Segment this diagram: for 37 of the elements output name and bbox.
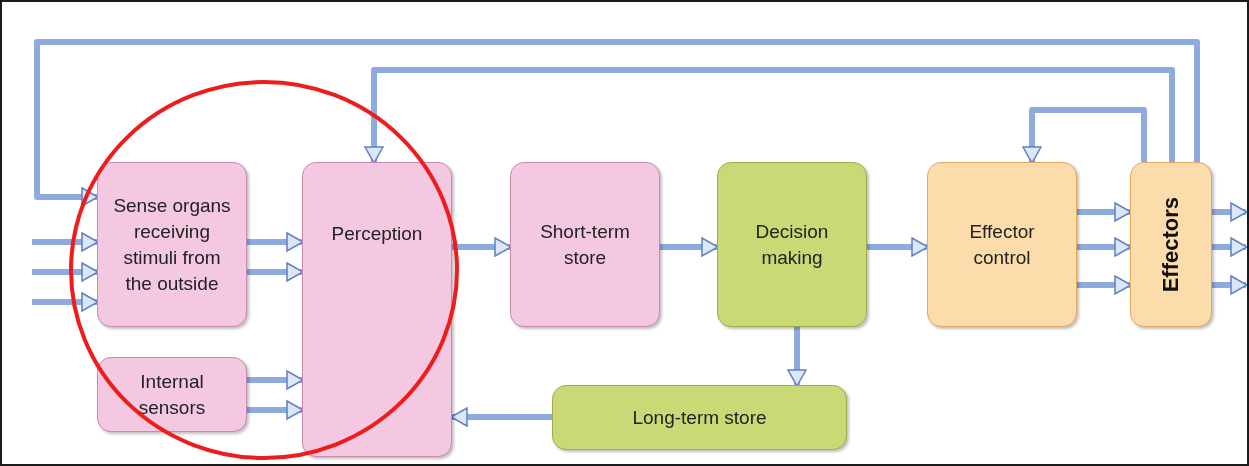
process-box (97, 162, 247, 327)
arrow (32, 262, 99, 282)
process-box (510, 162, 660, 327)
arrow (660, 237, 719, 257)
arrow (787, 327, 807, 387)
process-box (97, 357, 247, 432)
arrow (1212, 202, 1247, 222)
node-label: Perception (331, 222, 423, 246)
arrow (1077, 202, 1132, 222)
arrow (247, 262, 304, 282)
arrow (452, 237, 512, 257)
node-label: Short-term store (539, 219, 631, 270)
node-label: Decision making (754, 219, 830, 270)
node-label: Effector control (968, 219, 1036, 270)
arrow (34, 39, 1200, 207)
arrow (247, 400, 304, 420)
arrow (450, 407, 552, 427)
arrow (867, 237, 929, 257)
process-box (552, 385, 847, 450)
process-box (927, 162, 1077, 327)
arrow (364, 67, 1175, 164)
arrow (1212, 275, 1247, 295)
process-box (302, 162, 452, 457)
arrow (1077, 275, 1132, 295)
arrow (1212, 237, 1247, 257)
arrow (32, 292, 99, 312)
arrow (1022, 107, 1147, 164)
process-box (1130, 162, 1212, 327)
node-label: Internal sensors (137, 369, 207, 420)
arrow (1077, 237, 1132, 257)
arrow (32, 232, 99, 252)
node-label: Sense organs receiving stimuli from the outside (112, 193, 232, 296)
arrow (247, 232, 304, 252)
node-label: Long-term store (632, 405, 767, 430)
process-box (717, 162, 867, 327)
node-label: Effectors (1158, 196, 1184, 293)
arrow (247, 370, 304, 390)
